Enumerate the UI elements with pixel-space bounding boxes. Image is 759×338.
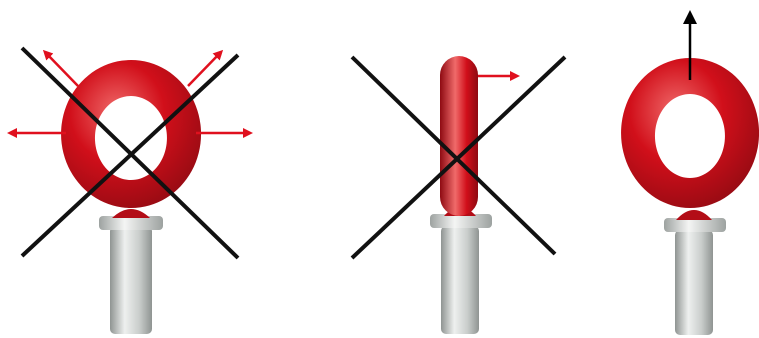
- eye-ring: [621, 58, 759, 208]
- bolt-collar: [99, 216, 163, 230]
- bolt-shaft: [441, 226, 479, 334]
- bolt-collar: [430, 214, 492, 228]
- eye-ring: [61, 60, 202, 208]
- panel-axial-pull: [621, 10, 759, 335]
- panel-side-pull: [7, 46, 253, 334]
- force-arrow-up-right: [187, 49, 224, 87]
- eye-ring-edge: [440, 56, 478, 216]
- ring-neck: [676, 210, 712, 220]
- ring-neck: [112, 209, 150, 218]
- cross-stroke-b: [20, 53, 240, 258]
- bolt-shaft: [110, 226, 152, 334]
- bolt-shaft: [675, 230, 713, 335]
- bolt-collar: [664, 218, 726, 232]
- force-arrow-up-left: [42, 49, 79, 87]
- cross-stroke-a: [350, 55, 557, 256]
- panel-lateral-pull: [350, 55, 567, 334]
- cross-stroke-b: [350, 55, 567, 260]
